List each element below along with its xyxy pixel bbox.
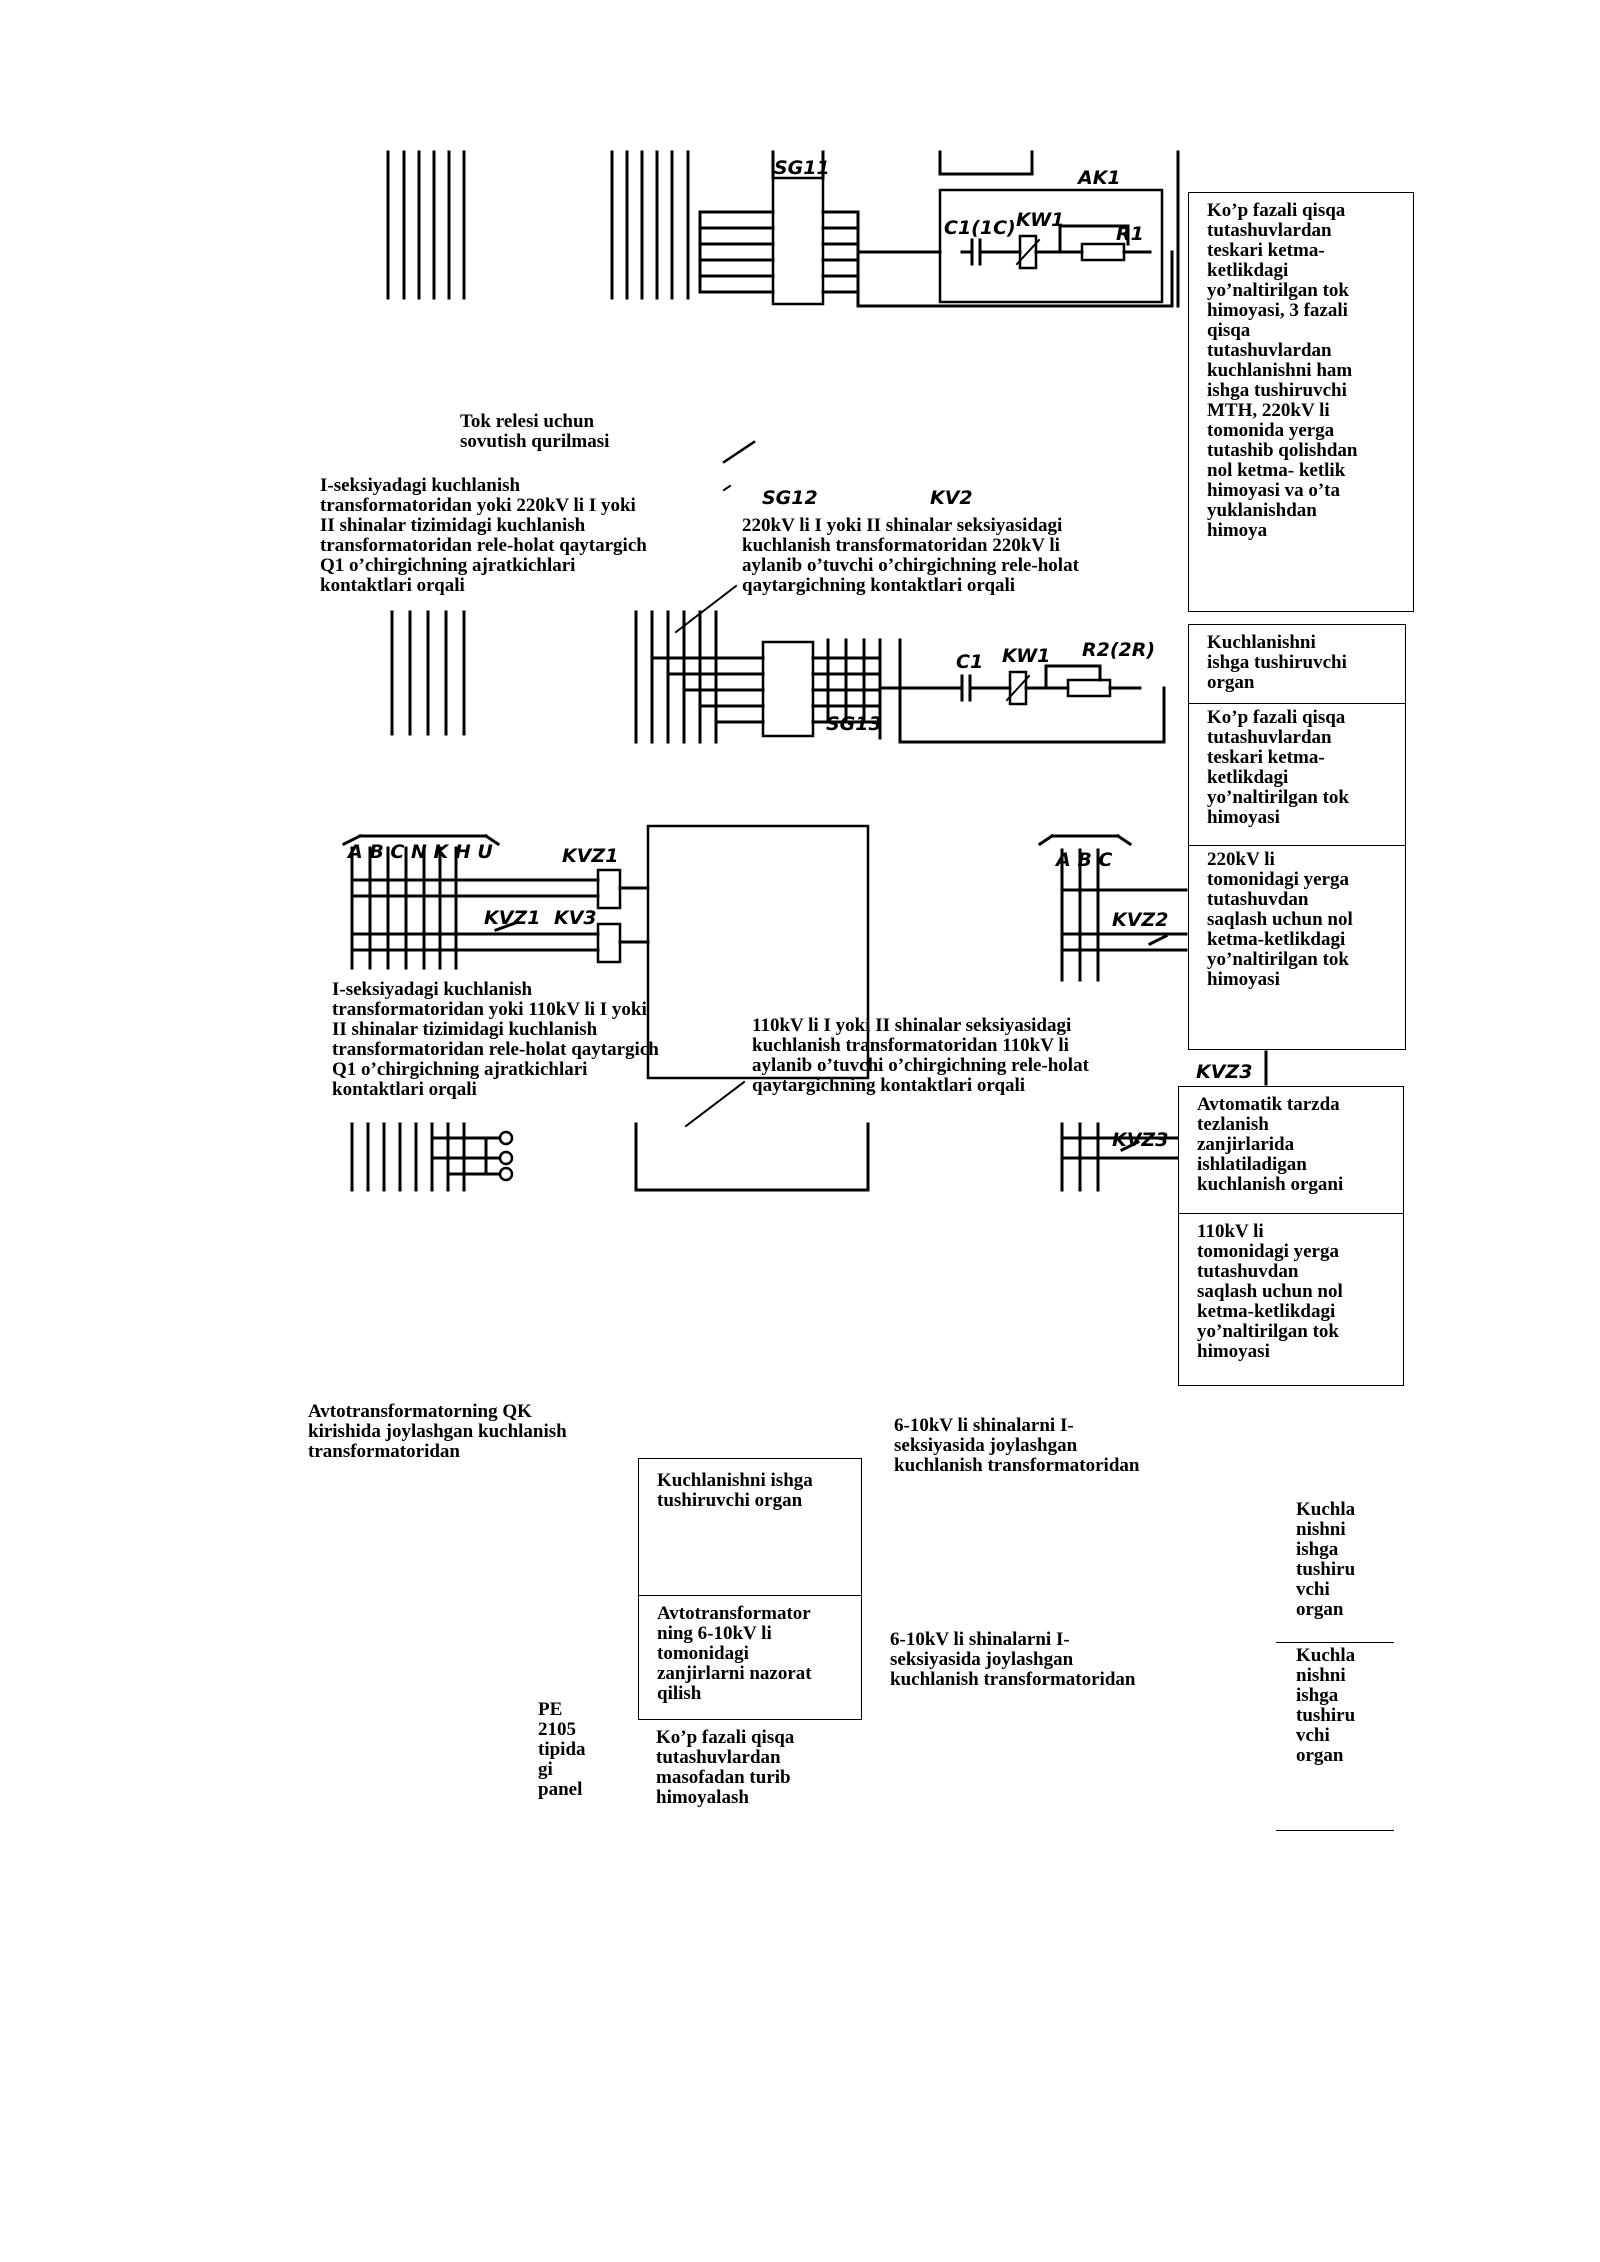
label-c1-top: C1(1C) [944, 217, 1016, 239]
autotransformer-vt-label: Avtotransformatorning QK kirishida joyla… [308, 1401, 567, 1462]
zero-sequence-220kv-cell: 220kV li tomonidagi yerga tutashuvdan sa… [1189, 845, 1405, 1051]
circuit-kvz1 [341, 824, 870, 1080]
label-r1: R1 [1116, 223, 1144, 245]
far-right-voltage-organ-b: Kuchla nishni ishga tushiru vchi organ [1296, 1645, 1356, 1766]
vt-110kv-mid-label: 110kV li I yoki II shinalar seksiyasidag… [752, 1015, 1089, 1096]
panel-type-label: PE 2105 tipida gi panel [538, 1699, 586, 1800]
divider-line-b [1276, 1830, 1394, 1831]
label-kvz1-b: KVZ1 [484, 907, 540, 929]
divider-line-a [1276, 1642, 1394, 1643]
label-sg12: SG12 [762, 487, 818, 509]
label-kw1-top: KW1 [1016, 209, 1064, 231]
bus-bars-bottom-left [350, 1122, 870, 1192]
label-kv2: KV2 [930, 487, 973, 509]
circuit-sg11 [610, 150, 1180, 308]
vt-110kv-left-label: I-seksiyadagi kuchlanish transformatorid… [332, 979, 659, 1100]
label-kvz3-b: KVZ3 [1112, 1129, 1168, 1151]
cooling-device-label: Tok relesi uchun sovutish qurilmasi [460, 411, 610, 452]
autotransformer-control-cell: Avtotransformator ning 6-10kV li tomonid… [639, 1595, 861, 1721]
negative-sequence-protection-text: Ko’p fazali qisqa tutashuvlardan teskari… [1207, 707, 1349, 828]
label-kv3: KV3 [554, 907, 597, 929]
circuit-kvz2 [1037, 833, 1188, 982]
zero-sequence-110kv-cell: 110kV li tomonidagi yerga tutashuvdan sa… [1179, 1213, 1403, 1387]
protection-box-mth: Ko’p fazali qisqa tutashuvlardan teskari… [1188, 192, 1414, 612]
autotransformer-control-text: Avtotransformator ning 6-10kV li tomonid… [657, 1603, 812, 1704]
bus-6-10kv-label-a: 6-10kV li shinalarni I- seksiyasida joyl… [894, 1415, 1140, 1476]
vt-220kv-left-label: I-seksiyadagi kuchlanish transformatorid… [320, 475, 647, 596]
protection-stack-110kv: Avtomatik tarzda tezlanish zanjirlarida … [1178, 1086, 1404, 1386]
bus-bars-mid-left [390, 610, 466, 736]
label-sg13: SG13 [826, 713, 882, 735]
leader-line-3 [684, 1080, 746, 1128]
circuit-sg13 [634, 610, 1166, 744]
distance-protection-label: Ko’p fazali qisqa tutashuvlardan masofad… [656, 1727, 795, 1808]
label-kvz3-a: KVZ3 [1196, 1061, 1252, 1083]
zero-sequence-220kv-text: 220kV li tomonidagi yerga tutashuvdan sa… [1207, 849, 1353, 990]
label-kvz2: KVZ2 [1112, 909, 1168, 931]
far-right-voltage-organ-a: Kuchla nishni ishga tushiru vchi organ [1296, 1499, 1356, 1620]
protection-stack-220kv: Kuchlanishni ishga tushiruvchi organ Ko’… [1188, 624, 1406, 1050]
label-ak1: AK1 [1076, 167, 1121, 189]
negative-sequence-protection-cell: Ko’p fazali qisqa tutashuvlardan teskari… [1189, 703, 1405, 845]
leader-line-1 [722, 440, 756, 464]
auto-acceleration-cell: Avtomatik tarzda tezlanish zanjirlarida … [1179, 1087, 1403, 1213]
voltage-start-organ-text: Kuchlanishni ishga tushiruvchi organ [1207, 632, 1347, 693]
label-sg11: SG11 [774, 157, 830, 179]
protection-box-mth-text: Ko’p fazali qisqa tutashuvlardan teskari… [1207, 200, 1358, 541]
label-kvz1-a: KVZ1 [562, 845, 618, 867]
label-bus-right: A B C [1054, 849, 1112, 871]
voltage-start-organ-cell: Kuchlanishni ishga tushiruvchi organ [1189, 625, 1405, 703]
zero-sequence-110kv-text: 110kV li tomonidagi yerga tutashuvdan sa… [1197, 1221, 1343, 1362]
label-bus-left: A B C N K H U [346, 841, 493, 863]
bus-bars-top-left [386, 150, 466, 300]
voltage-start-organ-bottom-cell: Kuchlanishni ishga tushiruvchi organ [639, 1459, 861, 1595]
auto-acceleration-text: Avtomatik tarzda tezlanish zanjirlarida … [1197, 1094, 1344, 1195]
label-c1: C1 [956, 651, 983, 673]
label-kw1: KW1 [1002, 645, 1050, 667]
leader-line-2 [674, 584, 738, 634]
voltage-start-organ-bottom-text: Kuchlanishni ishga tushiruvchi organ [657, 1470, 813, 1511]
vt-220kv-mid-label: 220kV li I yoki II shinalar seksiyasidag… [742, 515, 1079, 596]
bus-6-10kv-label-b: 6-10kV li shinalarni I- seksiyasida joyl… [890, 1629, 1136, 1690]
label-r2: R2(2R) [1082, 639, 1155, 661]
panel-function-stack: Kuchlanishni ishga tushiruvchi organ Avt… [638, 1458, 862, 1720]
circuit-kvz3 [1060, 1050, 1268, 1192]
